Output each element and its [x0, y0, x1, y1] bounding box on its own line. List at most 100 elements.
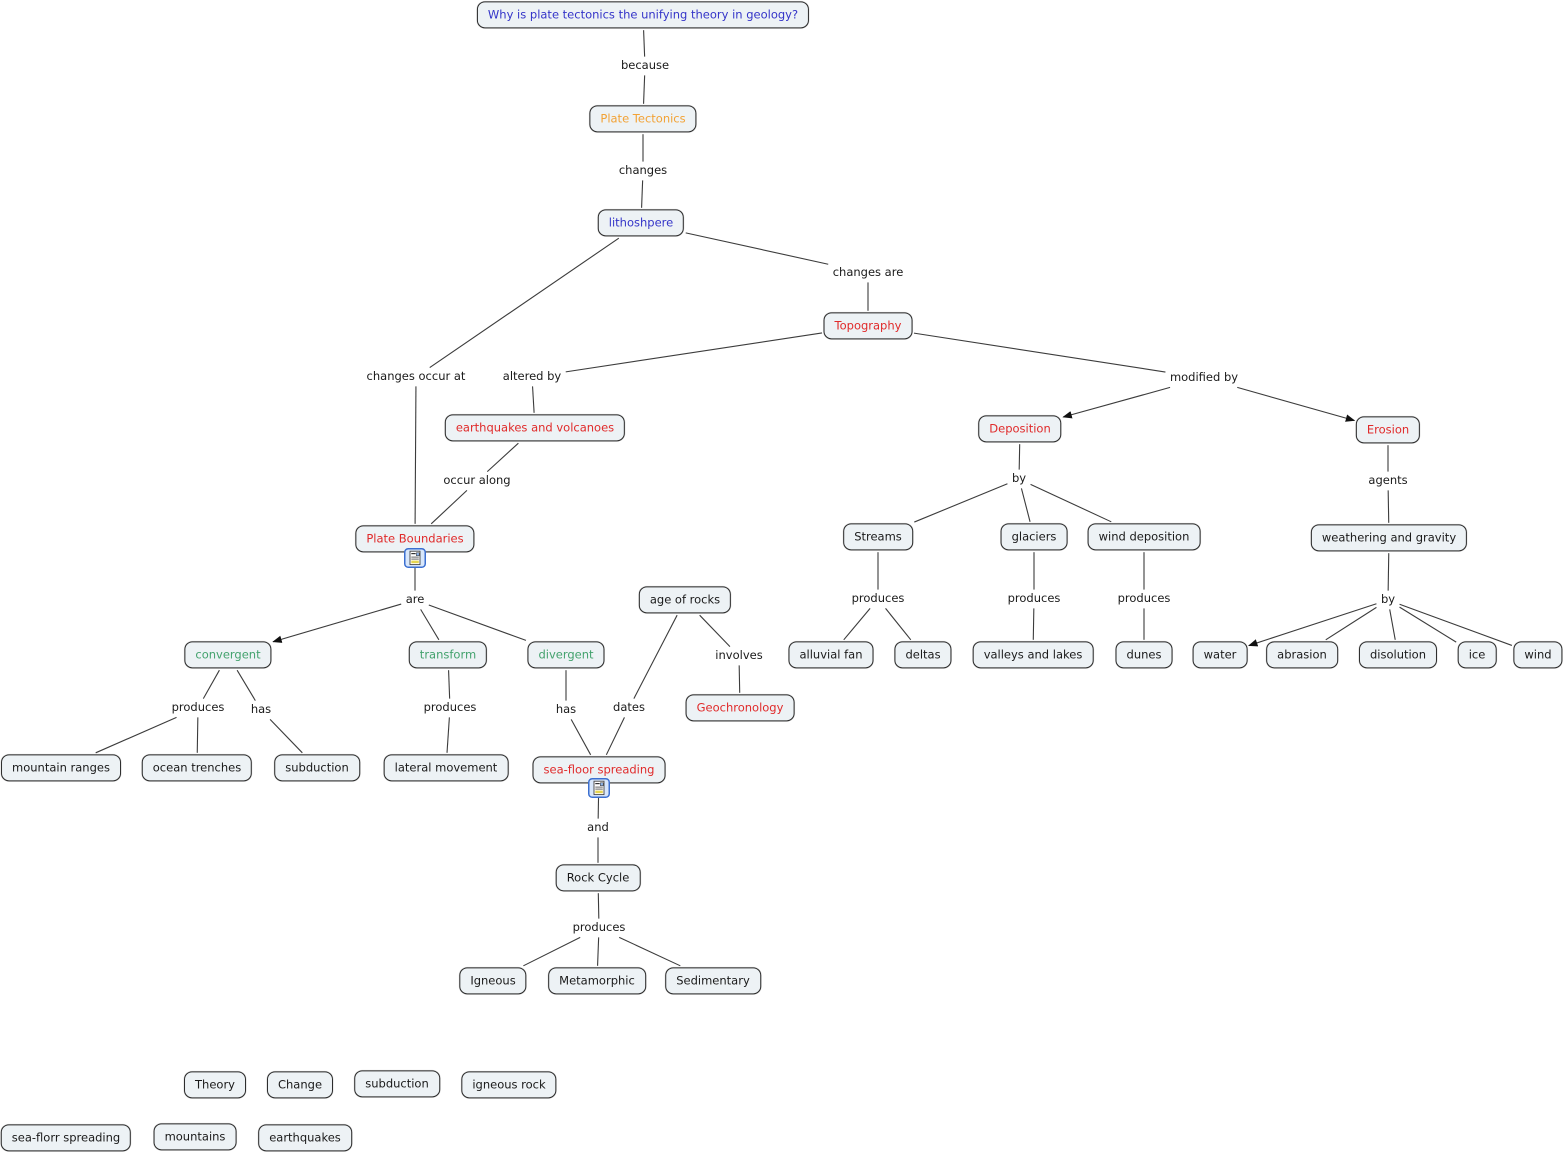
connector-by-2-to-ice — [1399, 606, 1457, 643]
concept-ice[interactable]: ice — [1457, 641, 1497, 669]
concept-streams[interactable]: Streams — [843, 523, 913, 551]
linking-phrase-produces-2[interactable]: produces — [423, 700, 477, 715]
concept-valleys-and-lakes[interactable]: valleys and lakes — [972, 641, 1094, 669]
linking-phrase-produces-5[interactable]: produces — [1007, 591, 1061, 606]
connector-has-1-to-subduction — [269, 719, 303, 754]
connector-are-to-convergent — [272, 603, 402, 643]
connector-transform-to-produces-2 — [448, 670, 451, 699]
concept-plate-tectonics[interactable]: Plate Tectonics — [589, 105, 697, 133]
linking-phrase-produces-4[interactable]: produces — [851, 591, 905, 606]
connector-altered-by-to-earthquakes-and-volcanoes — [532, 386, 535, 413]
linking-phrase-changes-are[interactable]: changes are — [832, 265, 904, 280]
concept-alluvial-fan[interactable]: alluvial fan — [788, 641, 874, 669]
concept-question[interactable]: Why is plate tectonics the unifying theo… — [476, 1, 810, 29]
concept-wind-deposition[interactable]: wind deposition — [1087, 523, 1201, 551]
connector-produces-5-to-valleys-and-lakes — [1032, 608, 1035, 640]
connector-by-2-to-water — [1248, 603, 1377, 647]
connector-convergent-to-produces-1 — [202, 669, 220, 699]
concept-convergent[interactable]: convergent — [184, 641, 272, 669]
linking-phrase-produces-1[interactable]: produces — [171, 700, 225, 715]
linking-phrase-and[interactable]: and — [587, 820, 609, 835]
concept-mountains[interactable]: mountains — [153, 1123, 237, 1151]
linking-phrase-dates[interactable]: dates — [613, 700, 645, 715]
concept-wind[interactable]: wind — [1513, 641, 1563, 669]
document-resource-icon[interactable] — [404, 548, 426, 568]
connector-produces-1-to-ocean-trenches — [196, 717, 199, 753]
connector-produces-2-to-lateral-movement — [446, 717, 450, 753]
connector-involves-to-geochronology — [738, 665, 741, 693]
linking-phrase-occur-along[interactable]: occur along — [443, 473, 511, 488]
connector-modified-by-to-erosion — [1237, 386, 1356, 422]
linking-phrase-are[interactable]: are — [405, 592, 425, 607]
concept-lithoshpere[interactable]: lithoshpere — [597, 209, 685, 237]
concept-weathering-and-gravity[interactable]: weathering and gravity — [1310, 524, 1468, 552]
linking-phrase-modified-by[interactable]: modified by — [1169, 370, 1239, 385]
concept-glaciers[interactable]: glaciers — [1000, 523, 1068, 551]
concept-water[interactable]: water — [1192, 641, 1248, 669]
linking-phrase-produces-6[interactable]: produces — [1117, 591, 1171, 606]
connector-age-of-rocks-to-involves — [699, 614, 731, 647]
concept-abrasion[interactable]: abrasion — [1266, 641, 1338, 669]
linking-phrase-agents[interactable]: agents — [1368, 473, 1408, 488]
connector-weathering-and-gravity-to-by-2 — [1387, 553, 1390, 591]
connector-lithoshpere-to-changes-occur-at — [429, 237, 620, 369]
connector-produces-4-to-deltas — [885, 608, 912, 641]
concept-lateral-movement[interactable]: lateral movement — [383, 754, 509, 782]
linking-phrase-involves[interactable]: involves — [715, 648, 763, 663]
connector-earthquakes-and-volcanoes-to-occur-along — [486, 442, 519, 473]
concept-earthquakes[interactable]: earthquakes — [258, 1124, 352, 1152]
concept-age-of-rocks[interactable]: age of rocks — [638, 586, 732, 614]
connector-because-to-plate-tectonics — [643, 75, 646, 104]
concept-igneous[interactable]: Igneous — [459, 967, 527, 995]
concept-transform[interactable]: transform — [408, 641, 488, 669]
linking-phrase-changes[interactable]: changes — [618, 163, 668, 178]
connector-are-to-transform — [420, 609, 440, 641]
concept-subduction[interactable]: subduction — [274, 754, 360, 782]
connector-rock-cycle-to-produces-3 — [597, 893, 600, 919]
linking-phrase-altered-by[interactable]: altered by — [502, 369, 562, 384]
concept-divergent[interactable]: divergent — [527, 641, 605, 669]
connector-produces-3-to-igneous — [523, 936, 581, 967]
concept-igneous-rock[interactable]: igneous rock — [461, 1071, 557, 1099]
linking-phrase-changes-occur-at[interactable]: changes occur at — [366, 369, 466, 384]
concept-dunes[interactable]: dunes — [1115, 641, 1173, 669]
connector-by-1-to-glaciers — [1020, 488, 1031, 522]
concept-mountain-ranges[interactable]: mountain ranges — [1, 754, 121, 782]
connector-by-1-to-wind-deposition — [1030, 483, 1112, 523]
concept-earthquakes-and-volcanoes[interactable]: earthquakes and volcanoes — [444, 414, 626, 442]
concept-geochronology[interactable]: Geochronology — [685, 694, 795, 722]
concept-deposition[interactable]: Deposition — [978, 415, 1062, 443]
linking-phrase-has-2[interactable]: has — [555, 702, 577, 717]
connector-dates-to-sea-floor-spreading — [605, 717, 625, 756]
connector-convergent-to-has-1 — [236, 669, 256, 701]
concept-disolution[interactable]: disolution — [1358, 641, 1438, 669]
concept-ocean-trenches[interactable]: ocean trenches — [141, 754, 253, 782]
concept-erosion[interactable]: Erosion — [1355, 416, 1421, 444]
connector-question-to-because — [643, 30, 646, 57]
connector-produces-4-to-alluvial-fan — [843, 608, 871, 641]
concept-metamorphic[interactable]: Metamorphic — [548, 967, 646, 995]
linking-phrase-because[interactable]: because — [620, 58, 670, 73]
linking-phrase-has-1[interactable]: has — [250, 702, 272, 717]
linking-phrase-by-2[interactable]: by — [1380, 592, 1396, 607]
connector-produces-3-to-sedimentary — [618, 936, 681, 967]
connector-modified-by-to-deposition — [1062, 386, 1171, 419]
connector-lithoshpere-to-changes-are — [685, 232, 829, 265]
concept-subduction-2[interactable]: subduction — [354, 1070, 440, 1098]
connector-produces-3-to-metamorphic — [597, 937, 600, 966]
linking-phrase-by-1[interactable]: by — [1011, 471, 1027, 486]
concept-deltas[interactable]: deltas — [894, 641, 952, 669]
concept-theory[interactable]: Theory — [184, 1071, 246, 1099]
concept-sedimentary[interactable]: Sedimentary — [665, 967, 761, 995]
document-resource-icon[interactable] — [588, 778, 610, 798]
concept-sea-florr-spreading[interactable]: sea-florr spreading — [0, 1124, 132, 1152]
concept-topography[interactable]: Topography — [823, 312, 913, 340]
concept-change[interactable]: Change — [266, 1071, 334, 1099]
concept-rock-cycle[interactable]: Rock Cycle — [555, 864, 641, 892]
linking-phrase-produces-3[interactable]: produces — [572, 920, 626, 935]
connector-deposition-to-by-1 — [1018, 444, 1021, 470]
connector-topography-to-altered-by — [565, 332, 823, 373]
connector-by-1-to-streams — [914, 483, 1008, 523]
